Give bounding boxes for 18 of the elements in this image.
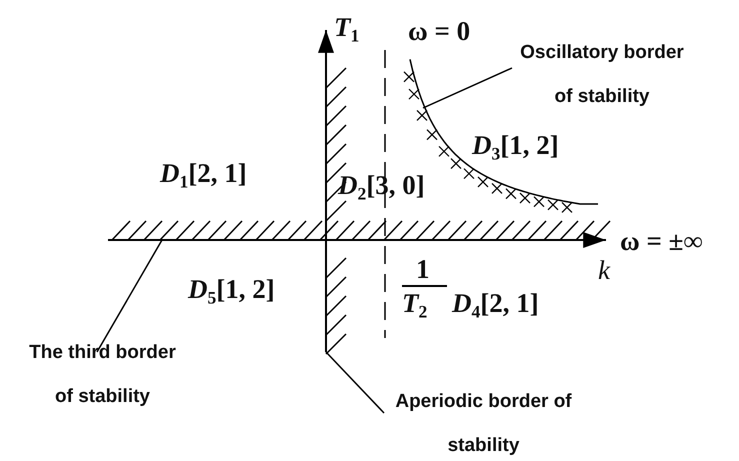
region-label: D$_{5}$[1, 2] [188, 276, 275, 307]
boundary-label: ω = 0 [408, 18, 470, 45]
fraction-numerator: 1 [416, 256, 430, 283]
region-label: D$_{2}$[3, 0] [338, 172, 425, 203]
fraction-denominator: T$_{2}$ [402, 290, 428, 321]
leader-line [422, 67, 512, 109]
annotation-text: Aperiodic border of stability [376, 380, 591, 461]
axis-label: k [598, 257, 610, 284]
boundary-label: ω = ±∞ [620, 228, 703, 255]
leader-line [325, 351, 385, 414]
axis-label: T$_{1}$ [334, 14, 360, 45]
annotation-text: The third border of stability [20, 331, 185, 419]
region-label: D$_{1}$[2, 1] [160, 160, 247, 191]
hatched-k-axis [108, 220, 611, 248]
region-label: D$_{4}$[2, 1] [452, 290, 539, 321]
leader-line [96, 240, 163, 352]
region-label: D$_{3}$[1, 2] [472, 132, 559, 163]
annotation-text: Oscillatory border of stability [512, 31, 692, 119]
